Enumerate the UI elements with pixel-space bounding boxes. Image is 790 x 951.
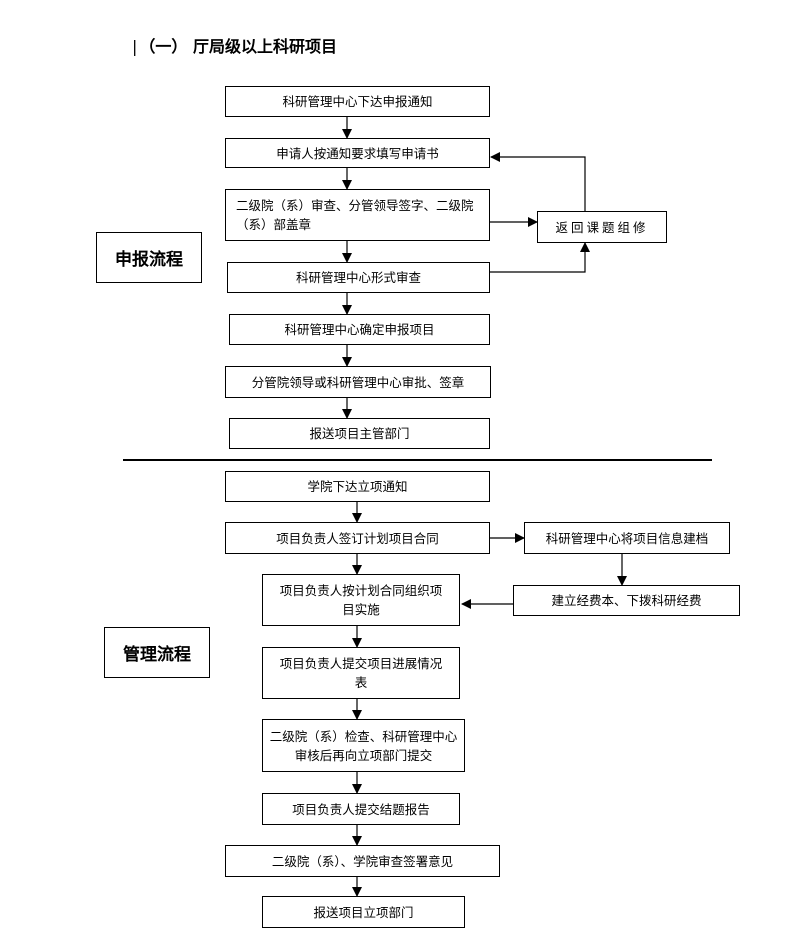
step-fill-application: 申请人按通知要求填写申请书 <box>225 138 490 168</box>
step-progress-report: 项目负责人提交项目进展情况表 <box>262 647 460 699</box>
step-project-notice: 学院下达立项通知 <box>225 471 490 502</box>
step-approve-sign: 分管院领导或科研管理中心审批、签章 <box>225 366 491 398</box>
apply-process-label: 申报流程 <box>96 232 202 283</box>
arrow-return-s2 <box>490 152 586 211</box>
title-text: （一） 厅局级以上科研项目 <box>139 37 337 56</box>
step-confirm-projects: 科研管理中心确定申报项目 <box>229 314 490 345</box>
step-establish-funds: 建立经费本、下拨科研经费 <box>513 585 740 616</box>
step-inspect-audit: 二级院（系）检查、科研管理中心审核后再向立项部门提交 <box>262 719 465 772</box>
step-return-revise: 返回课题组修 <box>537 211 667 243</box>
step-submit-authority: 报送项目主管部门 <box>229 418 490 449</box>
title-bar: | <box>132 37 138 56</box>
step-final-report: 项目负责人提交结题报告 <box>262 793 460 825</box>
step-archive-info: 科研管理中心将项目信息建档 <box>524 522 730 554</box>
step-review-sign: 二级院（系）、学院审查签署意见 <box>225 845 500 877</box>
step-formal-review: 科研管理中心形式审查 <box>227 262 490 293</box>
step-implement: 项目负责人按计划合同组织项目实施 <box>262 574 460 626</box>
page-title: |（一） 厅局级以上科研项目 <box>132 33 337 57</box>
arrow-s4-return <box>490 242 590 273</box>
step-department-review: 二级院（系）审查、分管领导签字、二级院（系）部盖章 <box>225 189 490 241</box>
step-notice: 科研管理中心下达申报通知 <box>225 86 490 117</box>
manage-process-label: 管理流程 <box>104 627 210 678</box>
step-sign-contract: 项目负责人签订计划项目合同 <box>225 522 490 554</box>
step-submit-department: 报送项目立项部门 <box>262 896 465 928</box>
